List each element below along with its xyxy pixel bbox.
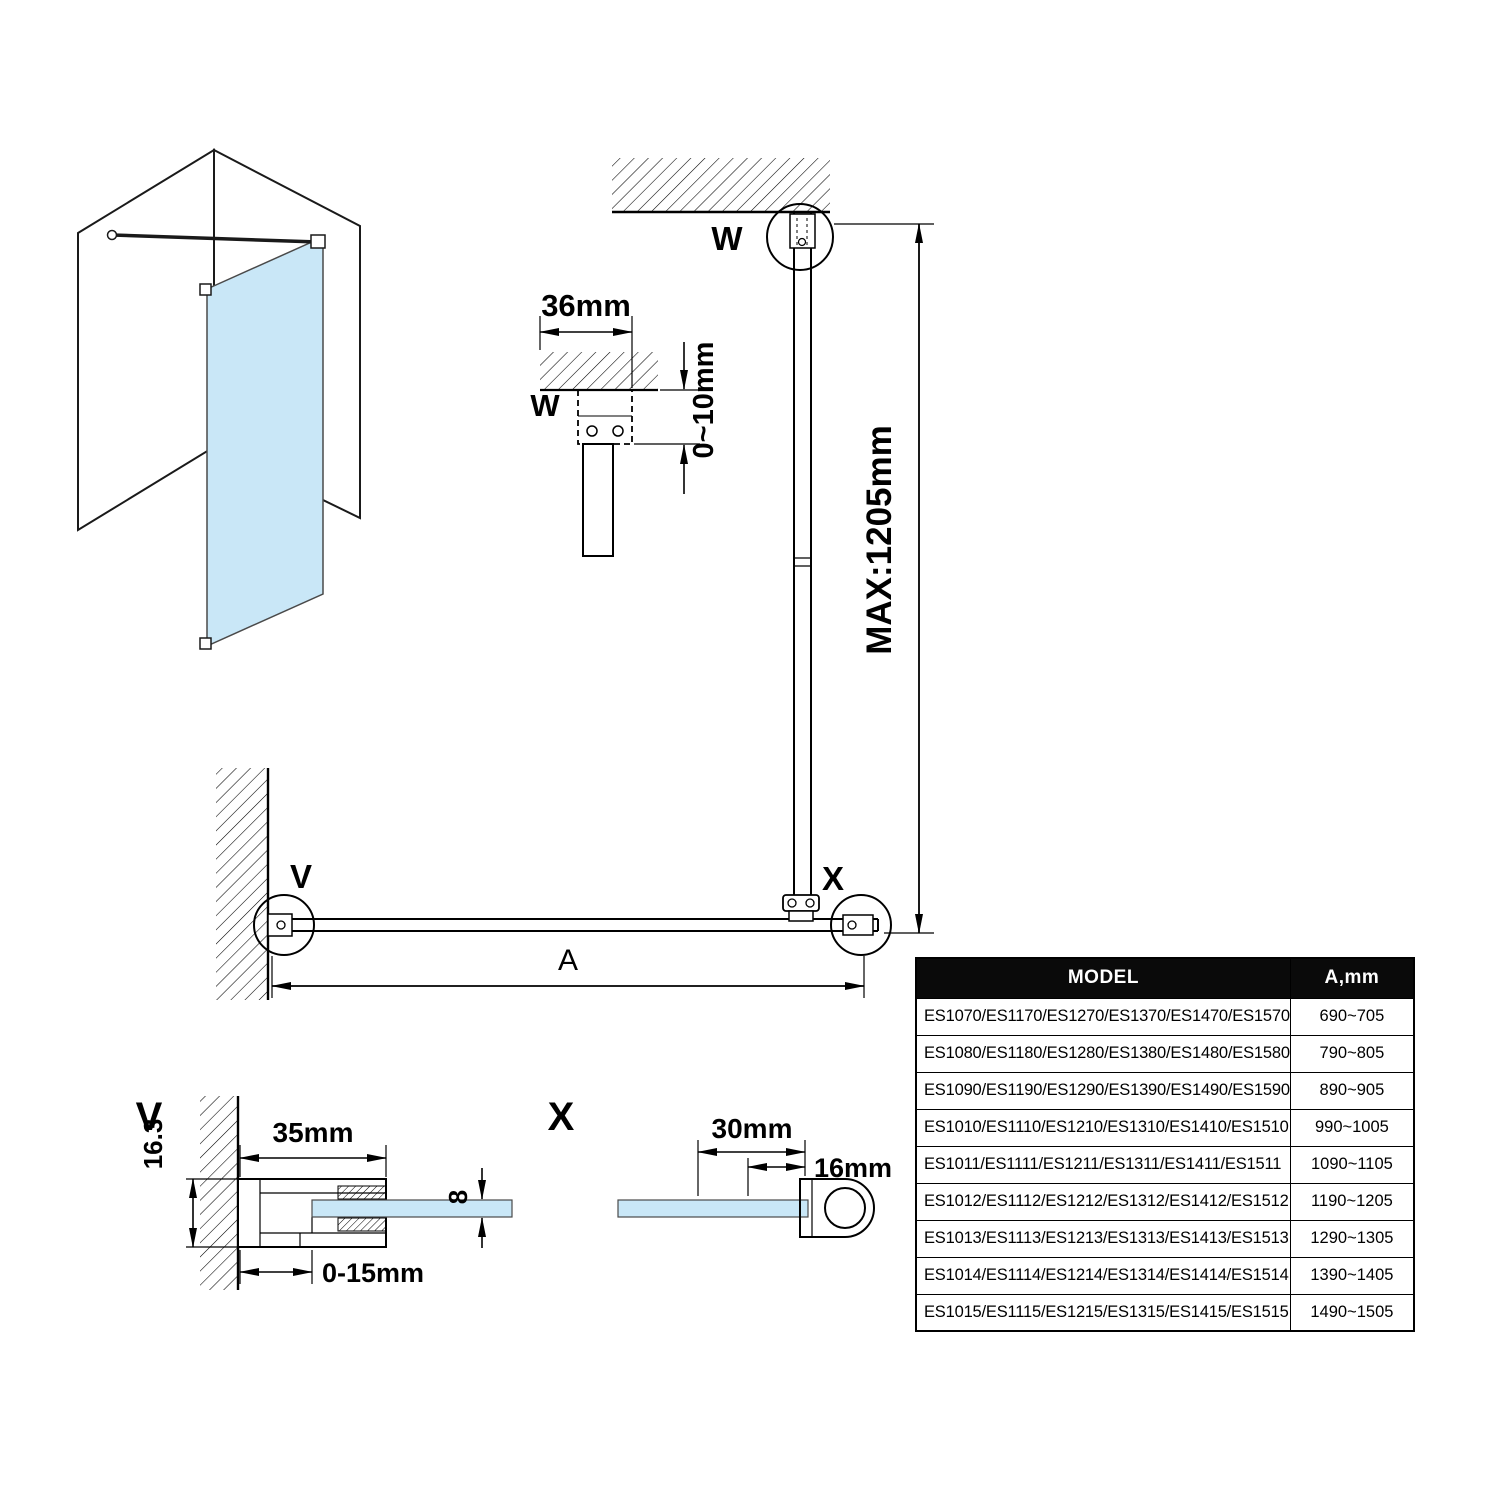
- detail-x-title: X: [548, 1095, 575, 1139]
- dim-max-height: MAX:1205mm: [860, 425, 899, 655]
- dim-profile-width: 35mm: [273, 1117, 354, 1148]
- a-cell: 990~1005: [1289, 1108, 1415, 1147]
- table-header-model: MODEL: [915, 957, 1291, 999]
- glass-section-x: [617, 1199, 809, 1218]
- detail-x-clamp: X 30mm 16mm: [548, 1095, 892, 1238]
- model-cell: ES1014/ES1114/ES1214/ES1314/ES1414/ES151…: [915, 1256, 1291, 1295]
- ceiling-hatch-detail: [540, 352, 658, 390]
- anchor-x-label: X: [822, 860, 844, 897]
- support-bar: [111, 233, 319, 244]
- a-cell: 790~805: [1289, 1034, 1415, 1073]
- gasket-bottom: [337, 1217, 387, 1232]
- table-row: ES1014/ES1114/ES1214/ES1314/ES1414/ES151…: [915, 1256, 1415, 1295]
- a-cell: 1390~1405: [1289, 1256, 1415, 1295]
- table-row: ES1011/ES1111/ES1211/ES1311/ES1411/ES151…: [915, 1145, 1415, 1184]
- detail-circle-v: [253, 894, 315, 956]
- model-cell: ES1015/ES1115/ES1215/ES1315/ES1415/ES151…: [915, 1293, 1291, 1332]
- table-row: ES1012/ES1112/ES1212/ES1312/ES1412/ES151…: [915, 1182, 1415, 1221]
- support-bar-elevation: W MAX:1205mm: [612, 158, 934, 934]
- a-cell: 890~905: [1289, 1071, 1415, 1110]
- table-row: ES1013/ES1113/ES1213/ES1313/ES1413/ES151…: [915, 1219, 1415, 1258]
- table-header-row: MODEL A,mm: [915, 957, 1415, 999]
- left-wall: [77, 148, 215, 532]
- detail-v-profile: V 16.3 35mm 0-15mm 8: [136, 1095, 513, 1290]
- model-size-table: MODEL A,mm ES1070/ES1170/ES1270/ES1370/E…: [915, 957, 1415, 1332]
- glass-wall-fitting-top: [199, 283, 212, 296]
- model-cell: ES1090/ES1190/ES1290/ES1390/ES1490/ES159…: [915, 1071, 1291, 1110]
- wall-hatch: [216, 768, 268, 1000]
- table-row: ES1080/ES1180/ES1280/ES1380/ES1480/ES158…: [915, 1034, 1415, 1073]
- model-cell: ES1012/ES1112/ES1212/ES1312/ES1412/ES151…: [915, 1182, 1291, 1221]
- table-header-a: A,mm: [1289, 957, 1415, 999]
- table-row: ES1015/ES1115/ES1215/ES1315/ES1415/ES151…: [915, 1293, 1415, 1332]
- clamp-body: [799, 1178, 875, 1238]
- clamp-body-fill: [800, 1179, 874, 1237]
- bar-hole: [824, 1187, 866, 1229]
- a-cell: 1490~1505: [1289, 1293, 1415, 1332]
- model-cell: ES1011/ES1111/ES1211/ES1311/ES1411/ES151…: [915, 1145, 1291, 1184]
- ceiling-hatch: [612, 158, 830, 212]
- dim-ceiling-gap: 0~10mm: [688, 342, 720, 459]
- table-row: ES1070/ES1170/ES1270/ES1370/ES1470/ES157…: [915, 997, 1415, 1036]
- dim-profile-depth: 16.3: [138, 1119, 168, 1170]
- detail-w-label: W: [530, 388, 560, 423]
- table-row: ES1090/ES1190/ES1290/ES1390/ES1490/ES159…: [915, 1071, 1415, 1110]
- wall-hatch-v: [200, 1096, 238, 1290]
- table-row: ES1010/ES1110/ES1210/ES1310/ES1410/ES151…: [915, 1108, 1415, 1147]
- detail-v-title: V: [136, 1095, 163, 1139]
- model-cell: ES1080/ES1180/ES1280/ES1380/ES1480/ES158…: [915, 1034, 1291, 1073]
- a-cell: 690~705: [1289, 997, 1415, 1036]
- detail-circle-w: [766, 203, 834, 271]
- dim-profile-adjust: 0-15mm: [322, 1258, 424, 1288]
- anchor-w-label: W: [711, 220, 743, 257]
- a-cell: 1090~1105: [1289, 1145, 1415, 1184]
- dim-clamp-offset: 16mm: [814, 1153, 892, 1183]
- a-cell: 1190~1205: [1289, 1182, 1415, 1221]
- bar-section: [582, 443, 614, 557]
- glass-wall-fitting-bottom: [199, 637, 212, 650]
- model-cell: ES1070/ES1170/ES1270/ES1370/ES1470/ES157…: [915, 997, 1291, 1036]
- glass-end-clamp: [842, 914, 874, 936]
- detail-circle-x: [830, 894, 892, 956]
- a-cell: 1290~1305: [1289, 1219, 1415, 1258]
- gasket-top: [337, 1185, 387, 1200]
- glass-section-v: [311, 1199, 513, 1218]
- model-cell: ES1010/ES1110/ES1210/ES1310/ES1410/ES151…: [915, 1108, 1291, 1147]
- dim-glass-thickness: 8: [443, 1190, 473, 1204]
- anchor-v-label: V: [290, 858, 312, 895]
- bar-clamp: [310, 234, 326, 249]
- dim-36mm: 36mm: [541, 288, 631, 323]
- detail-w-bracket: 36mm W 0~10mm: [530, 288, 720, 557]
- model-cell: ES1013/ES1113/ES1213/ES1313/ES1413/ES151…: [915, 1219, 1291, 1258]
- wall-mount: [106, 229, 118, 241]
- table-body: ES1070/ES1170/ES1270/ES1370/ES1470/ES157…: [915, 997, 1415, 1332]
- bracket-dashed: [577, 389, 633, 445]
- ceiling-bracket: [789, 213, 816, 249]
- wall-profile-fitting: [267, 913, 293, 937]
- glass-panel: [206, 235, 324, 648]
- plan-view: V X A: [216, 768, 892, 1000]
- isometric-overview: [77, 148, 361, 650]
- dim-clamp-width: 30mm: [712, 1113, 793, 1144]
- dim-a-label: A: [558, 944, 578, 977]
